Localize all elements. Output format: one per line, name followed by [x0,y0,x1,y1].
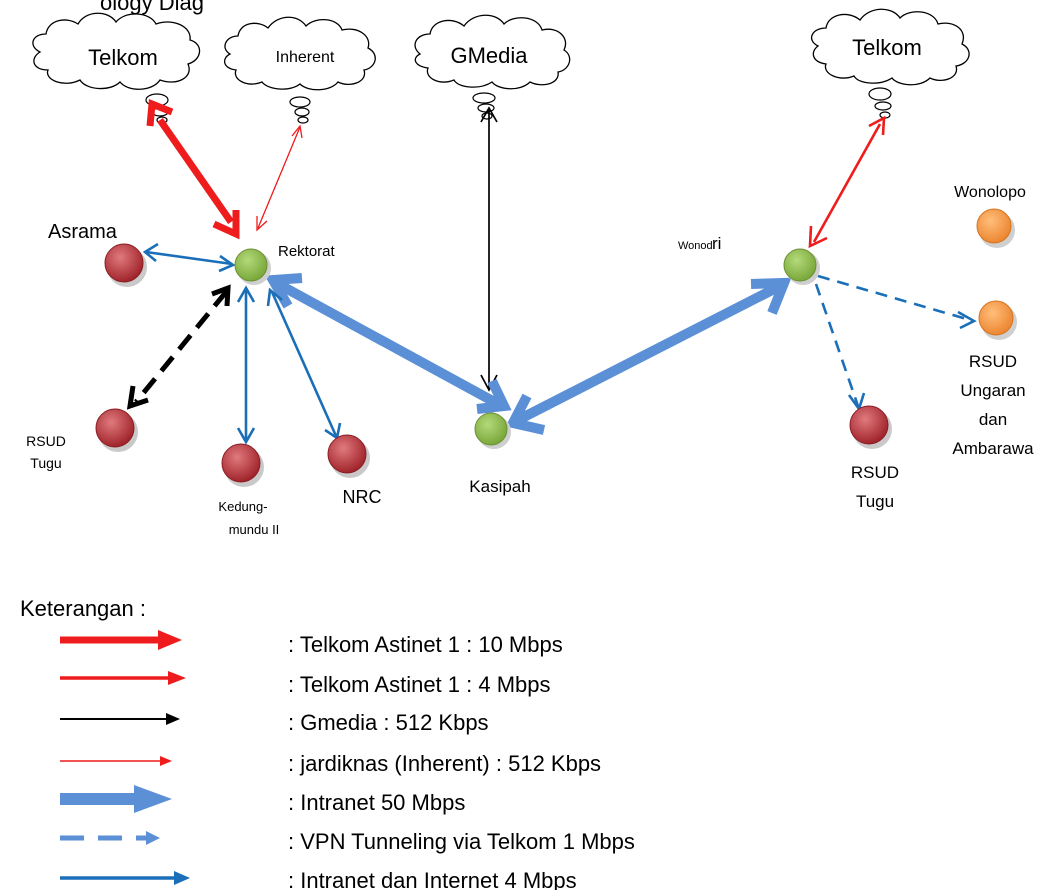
label-rsud-ungaran-2: Ungaran [960,381,1025,400]
label-asrama: Asrama [48,221,118,243]
node-rektorat [234,248,271,285]
link-asrama-rektorat [142,242,236,273]
label-rsud-tugu-right-1: RSUD [851,463,899,482]
cloud-telkom-left-label: Telkom [88,45,158,70]
label-rsud-tugu-left-1: RSUD [26,433,66,449]
link-wonodri-rsudtugu-vpn [814,283,866,412]
legend-swatch-red-medium [60,671,186,685]
label-kedungmundu-1: Kedung- [218,499,267,514]
cloud-gmedia: GMedia [414,14,571,120]
node-kedungmundu [221,443,264,487]
label-wonodri-small: Wonod [678,240,713,252]
legend-item-7: : Intranet dan Internet 4 Mbps [288,868,577,890]
link-wonodri-rsudungaran-vpn [817,274,977,330]
legend-item-5: : Intranet 50 Mbps [288,790,465,815]
link-rektorat-kedungmundu [236,285,256,445]
link-telkom-wonodri-4mbps [808,115,886,249]
cloud-telkom-right-label: Telkom [852,35,922,60]
cloud-inherent: Inherent [224,16,376,124]
label-rsud-ungaran-3: dan [979,410,1007,429]
link-rektorat-rsudtugu-left [126,284,231,410]
legend-item-1: : Telkom Astinet 1 : 10 Mbps [288,632,563,657]
cloud-telkom-left: Telkom [32,12,201,124]
node-rsud-tugu-right [849,405,892,449]
legend-item-3: : Gmedia : 512 Kbps [288,710,489,735]
node-rsud-ungaran [978,300,1017,340]
label-kedungmundu-2: mundu II [229,522,280,537]
cloud-inherent-label: Inherent [276,49,335,66]
label-rsud-tugu-right-2: Tugu [856,492,894,511]
link-rektorat-kasipah-intranet50 [264,273,512,414]
header-partial-text: ology Diag [100,0,204,15]
node-nrc [327,434,370,478]
legend-swatch-blue-medium [60,871,190,885]
label-kasipah: Kasipah [469,477,530,496]
link-telkom-rektorat-10mbps [146,99,240,240]
label-rektorat: Rektorat [278,243,336,260]
label-rsud-tugu-left-2: Tugu [30,455,61,471]
legend-swatch-red-thick [60,630,182,650]
label-wonolopo: Wonolopo [954,184,1026,201]
node-wonodri [783,248,820,285]
legend-swatch-red-thin [60,756,172,766]
node-asrama [104,243,147,287]
label-rsud-ungaran-1: RSUD [969,352,1017,371]
cloud-gmedia-label: GMedia [450,43,528,68]
legend-swatch-black-thin [60,713,180,725]
legend-item-2: : Telkom Astinet 1 : 4 Mbps [288,672,551,697]
node-wonolopo [976,208,1015,248]
label-rsud-ungaran-4: Ambarawa [952,439,1034,458]
legend-item-4: : jardiknas (Inherent) : 512 Kbps [288,751,601,776]
link-gmedia-kasipah-512kbps [480,106,498,392]
legend-swatch-blue-wide [60,785,172,813]
label-wonodri-large: ri [712,234,721,253]
legend-item-6: : VPN Tunneling via Telkom 1 Mbps [288,829,635,854]
node-kasipah [474,412,511,449]
node-rsud-tugu-left [95,408,138,452]
label-nrc: NRC [343,487,382,507]
cloud-telkom-right: Telkom [810,8,970,119]
legend-swatch-blue-dashed [60,831,160,845]
link-inherent-rektorat-512kbps [256,124,303,232]
legend-title: Keterangan : [20,596,146,621]
link-kasipah-wonodri-intranet50 [505,277,792,435]
